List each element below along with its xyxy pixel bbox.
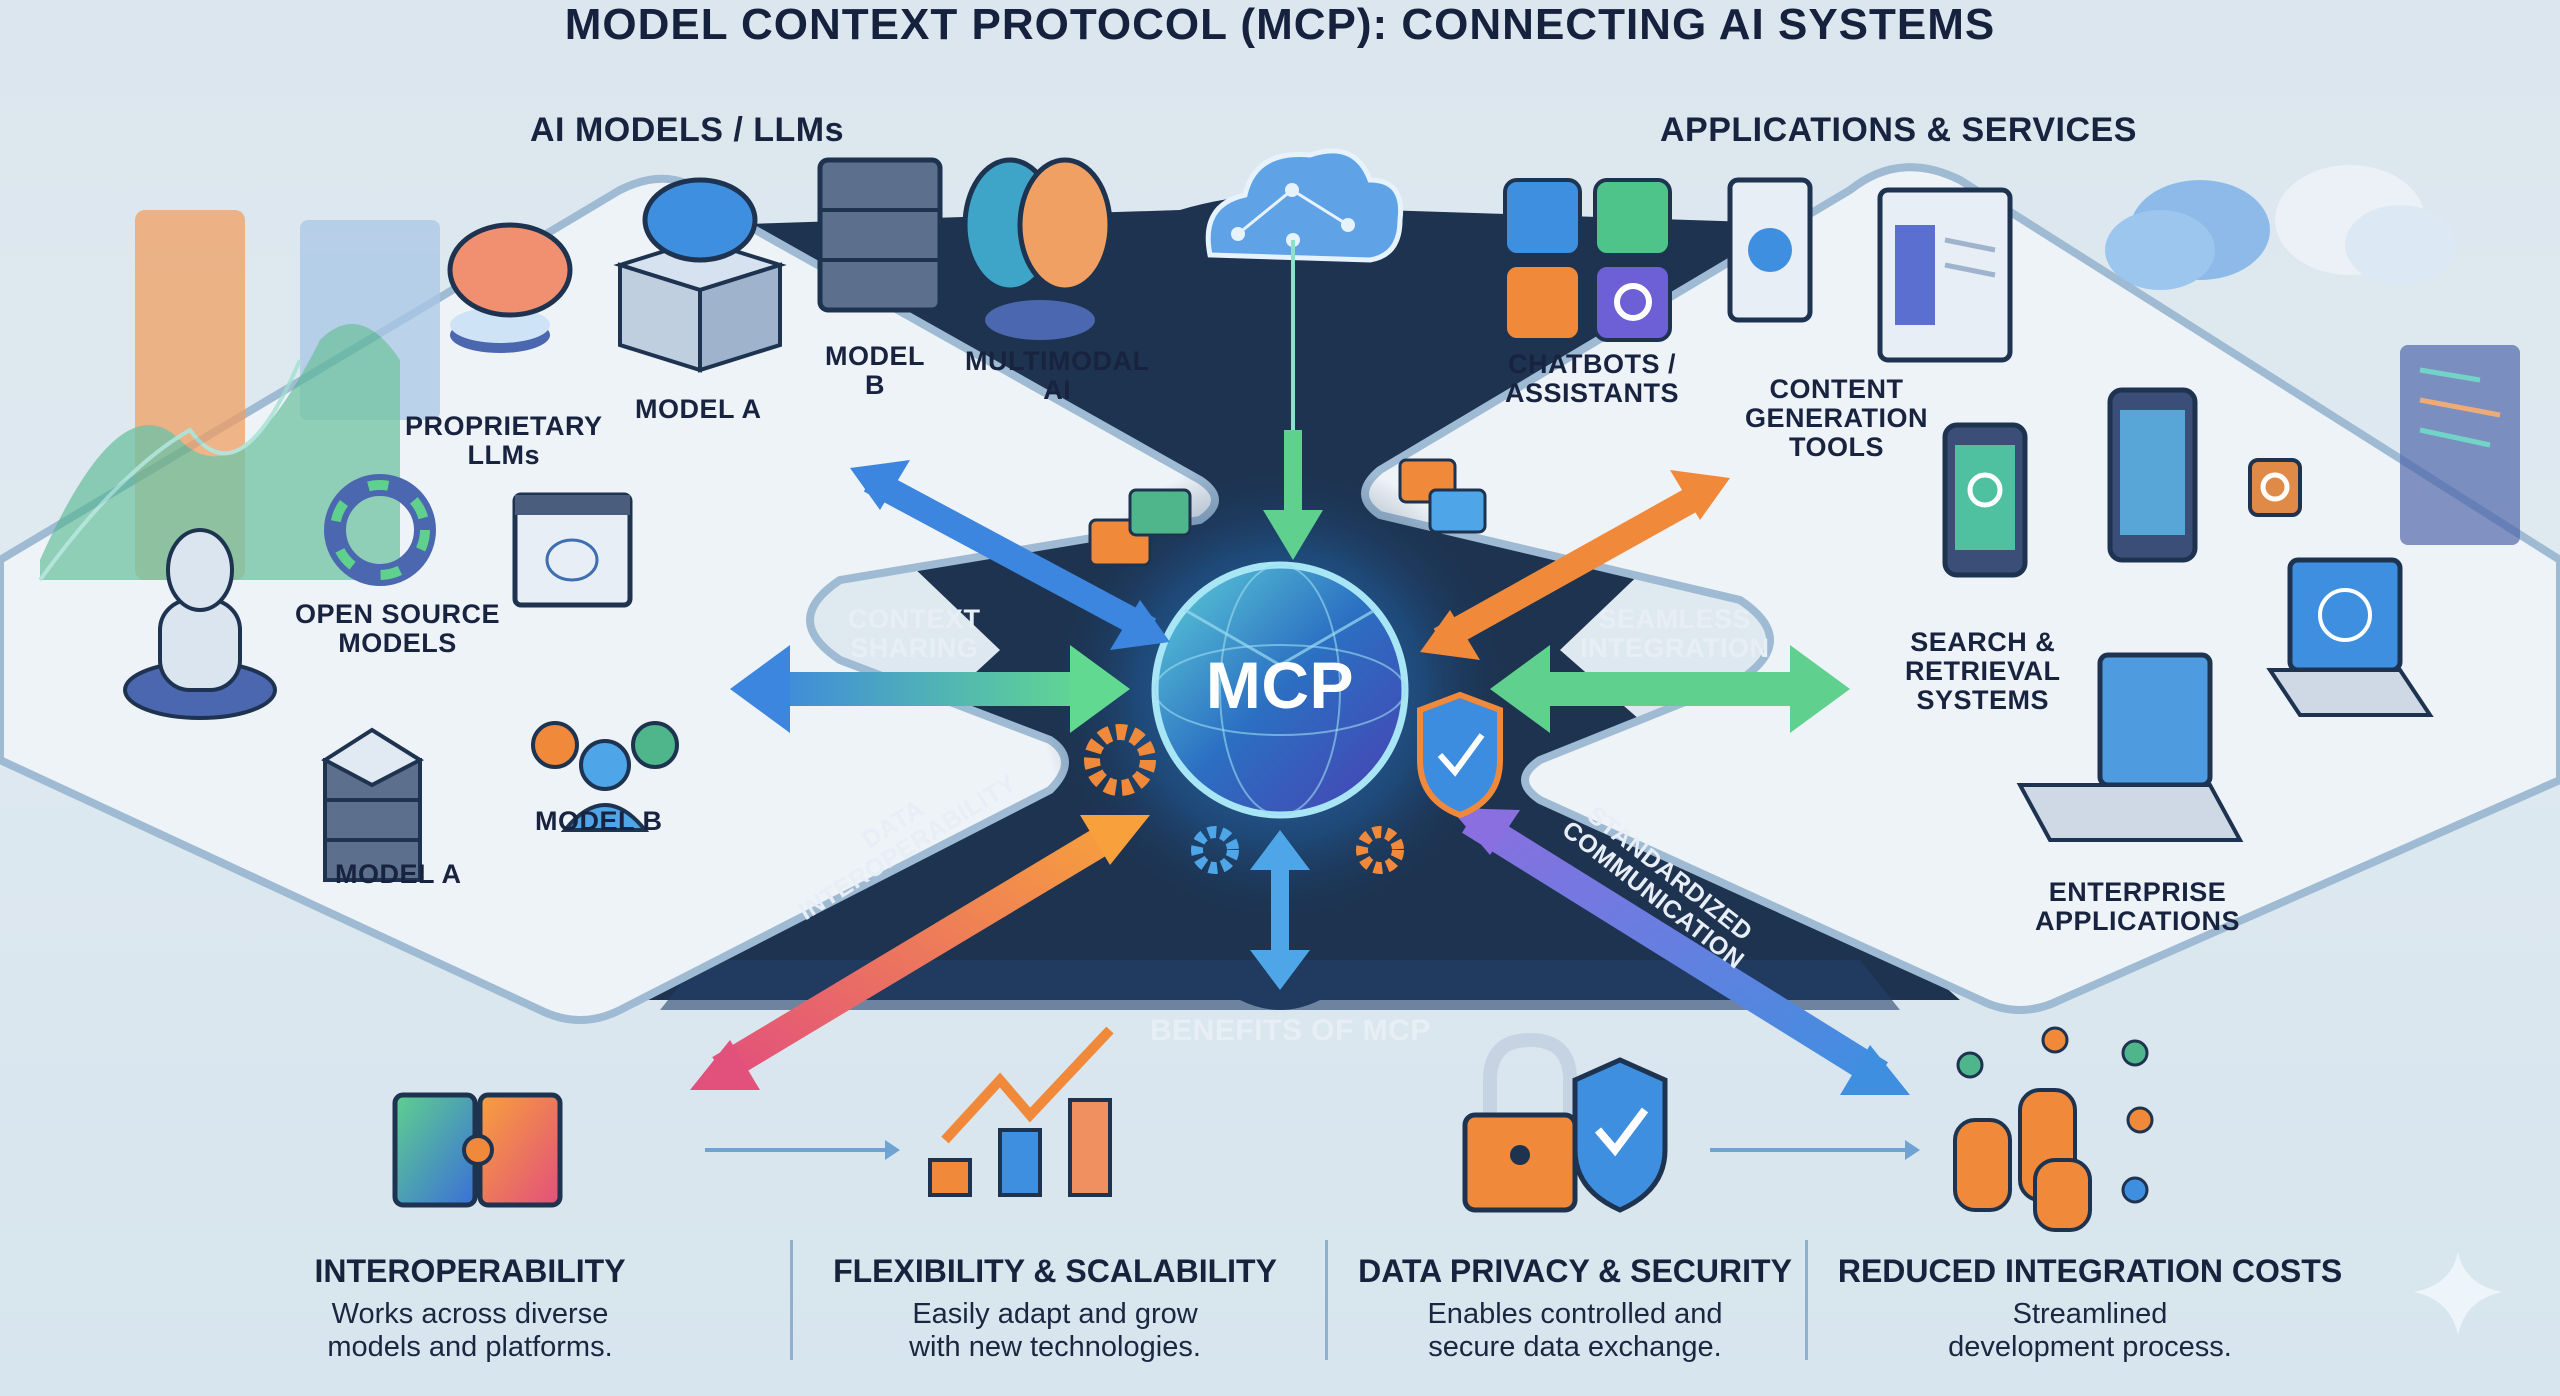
label-enterprise-applications: ENTERPRISE APPLICATIONS — [2035, 877, 2241, 937]
browser-window-icon — [512, 492, 633, 608]
label-model-a-bottom: MODEL A — [335, 859, 462, 889]
connector-arrow — [705, 1140, 900, 1160]
gear-icon — [1191, 826, 1239, 874]
label-model-b-top: MODEL B — [825, 341, 925, 401]
benefit-divider — [1805, 1240, 1808, 1360]
benefit-title-privacy: DATA PRIVACY & SECURITY — [1358, 1253, 1792, 1289]
gear-icon — [1356, 826, 1404, 874]
chat-apps-icon — [1503, 178, 1672, 342]
label-model-b-bottom: MODEL B — [535, 806, 663, 836]
proprietary-llm-brain-icon — [447, 222, 573, 353]
decorative-chart-icon — [38, 210, 440, 582]
label-model-a-top: MODEL A — [635, 394, 762, 424]
open-source-icon — [324, 474, 436, 586]
benefit-title-interoperability: INTEROPERABILITY — [314, 1253, 626, 1289]
cloud-network-icon — [1205, 148, 1404, 430]
server-stack-icon — [321, 727, 425, 882]
robot-assistant-icon — [123, 528, 277, 720]
laptop-enterprise-icon — [2016, 652, 2244, 842]
multimodal-ai-brain-icon — [962, 157, 1113, 340]
gear-icon — [1084, 724, 1156, 796]
benefit-desc-interoperability: Works across diverse models and platform… — [327, 1298, 613, 1364]
benefit-desc-costs: Streamlined development process. — [1948, 1298, 2232, 1364]
coins-icon — [1953, 1026, 2154, 1232]
arrow-seamless-integration-horizontal — [1490, 645, 1850, 733]
shield-check-icon — [1417, 691, 1503, 819]
label-content-generation-tools: CONTENT GENERATION TOOLS — [1745, 374, 1929, 463]
arrow-vertical-down — [1263, 430, 1323, 560]
benefit-divider — [1325, 1240, 1328, 1360]
decorative-clouds-icon — [2105, 165, 2520, 545]
label-proprietary-llms: PROPRIETARY LLMs — [405, 411, 603, 471]
model-b-server-icon — [817, 157, 943, 313]
chat-bubbles-icon — [1088, 458, 1487, 567]
benefit-title-flexibility: FLEXIBILITY & SCALABILITY — [833, 1253, 1277, 1289]
arrow-context-sharing-horizontal — [730, 645, 1130, 733]
benefit-divider — [790, 1240, 793, 1360]
arrow-context-sharing-diagonal — [850, 460, 1170, 650]
left-section-heading: AI MODELS / LLMs — [530, 111, 844, 149]
arrow-vertical-benefits — [1250, 830, 1310, 990]
users-group-icon — [531, 721, 679, 832]
right-platform — [1361, 163, 2560, 1014]
connector-arrow — [1710, 1140, 1920, 1160]
mcp-hub-label: MCP — [1205, 648, 1355, 722]
label-chatbots-assistants: CHATBOTS / ASSISTANTS — [1505, 349, 1680, 409]
phone-search-icon — [1942, 422, 2028, 578]
browser-globe-icon — [1727, 177, 2013, 363]
arrow-standardized-communication — [1450, 807, 1910, 1095]
benefit-desc-flexibility: Easily adapt and grow with new technolog… — [909, 1298, 1201, 1364]
label-search-retrieval: SEARCH & RETRIEVAL SYSTEMS — [1905, 627, 2061, 716]
label-context-sharing: CONTEXT SHARING — [848, 604, 981, 664]
page-title: MODEL CONTEXT PROTOCOL (MCP): CONNECTING… — [564, 0, 1996, 49]
laptop-globe-icon — [2266, 557, 2434, 717]
label-multimodal-ai: MULTIMODAL AI — [965, 346, 1150, 406]
benefits-heading: BENEFITS OF MCP — [1150, 1014, 1431, 1047]
arrow-seamless-integration-diagonal — [1420, 470, 1730, 660]
growth-chart-icon — [928, 1026, 1114, 1197]
settings-app-icon — [2248, 458, 2302, 517]
arrow-data-interoperability — [690, 815, 1150, 1090]
label-open-source-models: OPEN SOURCE MODELS — [295, 599, 501, 659]
right-section-heading: APPLICATIONS & SERVICES — [1660, 111, 2137, 149]
puzzle-icon — [392, 1092, 563, 1208]
model-a-server-icon — [613, 177, 787, 373]
sparkle-icon — [2414, 1252, 2502, 1335]
label-seamless-integration: SEAMLESS INTEGRATION — [1580, 604, 1770, 664]
lock-shield-icon — [1462, 1032, 1668, 1213]
benefit-title-costs: REDUCED INTEGRATION COSTS — [1837, 1253, 2343, 1289]
benefit-desc-privacy: Enables controlled and secure data excha… — [1427, 1298, 1723, 1364]
phone-content-icon — [2107, 387, 2198, 563]
